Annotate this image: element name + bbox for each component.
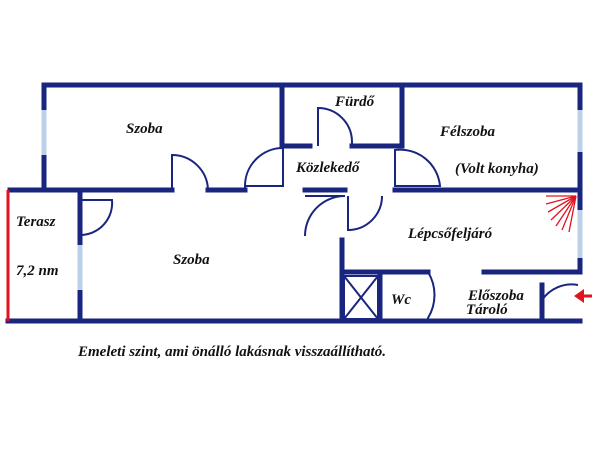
plan-caption: Emeleti szint, ami önálló lakásnak vissz… bbox=[78, 344, 386, 360]
room-label-wc: Wc bbox=[391, 292, 411, 308]
room-label-eloszoba: Előszoba bbox=[467, 288, 524, 304]
arrow-left-icon bbox=[574, 289, 592, 303]
room-label-volt-konyha: (Volt konyha) bbox=[455, 161, 539, 177]
room-label-felszoba: Félszoba bbox=[439, 124, 496, 140]
doors bbox=[79, 106, 579, 321]
walls bbox=[5, 82, 583, 324]
room-label-tarolo: Tároló bbox=[466, 302, 508, 318]
room-label-terasz: Terasz bbox=[16, 214, 56, 230]
room-label-szoba-top: Szoba bbox=[126, 121, 163, 137]
room-label-lepcsofeljaro: Lépcsőfeljáró bbox=[407, 226, 492, 242]
room-label-kozlekedo: Közlekedő bbox=[295, 160, 361, 176]
room-label-szoba-bottom: Szoba bbox=[173, 252, 210, 268]
stair-rays-icon bbox=[545, 195, 577, 233]
room-label-terasz-area: 7,2 nm bbox=[16, 263, 59, 279]
storage-cross bbox=[343, 275, 379, 320]
room-label-furdo: Fürdő bbox=[334, 94, 376, 110]
windows bbox=[41, 110, 583, 290]
